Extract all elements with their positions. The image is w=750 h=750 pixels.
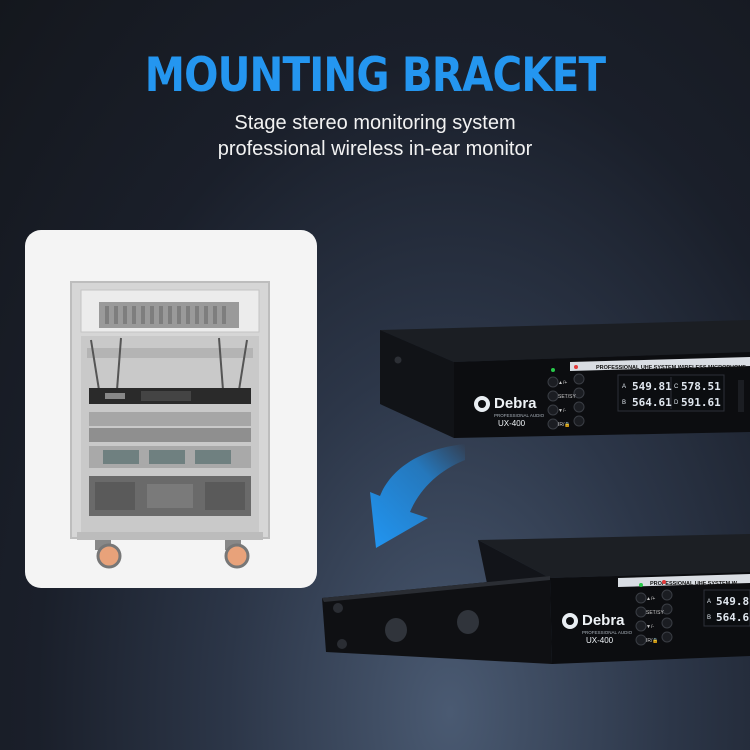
lcd-channel-a: A xyxy=(622,384,626,390)
lcd-channel-a-bottom: A xyxy=(707,599,711,605)
btn-ir-label: IR/🔒 xyxy=(558,421,571,428)
lcd-freq-b-bottom: 564.61 xyxy=(716,611,750,624)
arrow-down-left-icon xyxy=(330,430,470,570)
btn-up-label: ▲/+ xyxy=(558,380,567,386)
page-title: MOUNTING BRACKET xyxy=(144,48,606,103)
btn-ir-label-bottom: IR/🔒 xyxy=(646,637,659,644)
mounting-bracket xyxy=(322,576,552,664)
strip-label-bottom: PROFESSIONAL UHF SYSTEM W xyxy=(650,581,738,587)
receiver-unit-with-bracket: PROFESSIONAL UHF SYSTEM W Debra PROFESSI… xyxy=(322,534,750,664)
lcd-freq-a: 549.81 xyxy=(632,380,672,393)
strip-label: PROFESSIONAL UHF SYSTEM WIRELESS MICROPH… xyxy=(596,365,746,371)
bracket-hole-right xyxy=(457,610,479,634)
lcd-freq-d: 591.61 xyxy=(681,396,721,409)
rack-photo-card xyxy=(25,230,317,588)
lcd-channel-c: C xyxy=(674,384,679,390)
lcd-channel-b-bottom: B xyxy=(707,615,711,621)
brand-logo: Debra xyxy=(494,395,537,412)
receiver-unit-top: PROFESSIONAL UHF SYSTEM WIRELESS MICROPH… xyxy=(380,320,750,438)
btn-set-label-bottom: SET/SY xyxy=(646,610,664,616)
btn-down-label: ▼/- xyxy=(558,408,566,414)
btn-set-label: SET/SY xyxy=(558,394,576,400)
lcd-freq-b: 564.61 xyxy=(632,396,672,409)
lcd-channel-b: B xyxy=(622,400,626,406)
lcd-freq-c: 578.51 xyxy=(681,380,721,393)
btn-down-label-bottom: ▼/- xyxy=(646,624,654,630)
model-label: UX-400 xyxy=(498,419,526,428)
lcd-channel-d: D xyxy=(674,400,679,406)
subtitle-line-1: Stage stereo monitoring system xyxy=(234,112,516,134)
lcd-display-bottom xyxy=(703,589,750,627)
equipment-rack-image xyxy=(70,281,270,569)
brand-subline-bottom: PROFESSIONAL AUDIO xyxy=(582,630,633,635)
lcd-freq-a-bottom: 549.81 xyxy=(716,595,750,608)
brand-subline: PROFESSIONAL AUDIO xyxy=(494,413,545,418)
btn-up-label-bottom: ▲/+ xyxy=(646,596,655,602)
brand-logo-bottom: Debra xyxy=(582,612,625,629)
model-label-bottom: UX-400 xyxy=(586,636,614,645)
bracket-hole-left xyxy=(385,618,407,642)
subtitle-line-2: professional wireless in-ear monitor xyxy=(217,138,533,160)
